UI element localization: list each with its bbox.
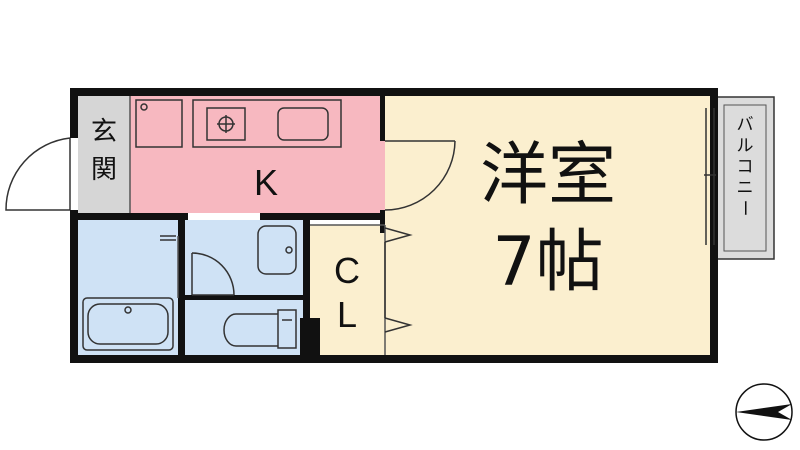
balcony-inner (723, 104, 767, 252)
closet-area (310, 225, 385, 355)
closet-label-c: C (334, 250, 360, 291)
kitchen-label: K (254, 162, 278, 203)
walls (70, 88, 718, 363)
genkan-area (78, 95, 130, 213)
closet-doors (384, 227, 413, 333)
door-swing-icon (191, 252, 235, 296)
bathroom-area (78, 220, 180, 355)
balcony-label-char: バ (737, 115, 754, 135)
western-room-size: 7帖 (492, 223, 603, 302)
sink-icon (277, 107, 329, 141)
washbasin-icon (257, 225, 297, 275)
balcony-label-char: コ (737, 157, 754, 177)
western-room-name: 洋室 (480, 136, 616, 215)
balcony-label-char: ー (734, 200, 754, 217)
stove-icon (206, 107, 246, 141)
genkan-label-2: 関 (91, 155, 117, 185)
door-swing-icon (384, 140, 456, 211)
balcony-label-char: ル (737, 136, 754, 156)
bathtub-icon (82, 297, 174, 351)
washroom-area (185, 220, 303, 295)
north-arrow-icon (735, 383, 793, 441)
toilet-icon (223, 309, 297, 349)
door-swing-icon (5, 137, 71, 211)
bath-door (160, 235, 176, 241)
window (704, 108, 716, 245)
western-room (385, 95, 712, 355)
genkan-label-1: 玄 (91, 117, 117, 147)
balcony-label-char: ニ (737, 178, 754, 198)
closet-label-l: L (337, 294, 357, 335)
fridge (135, 99, 183, 148)
